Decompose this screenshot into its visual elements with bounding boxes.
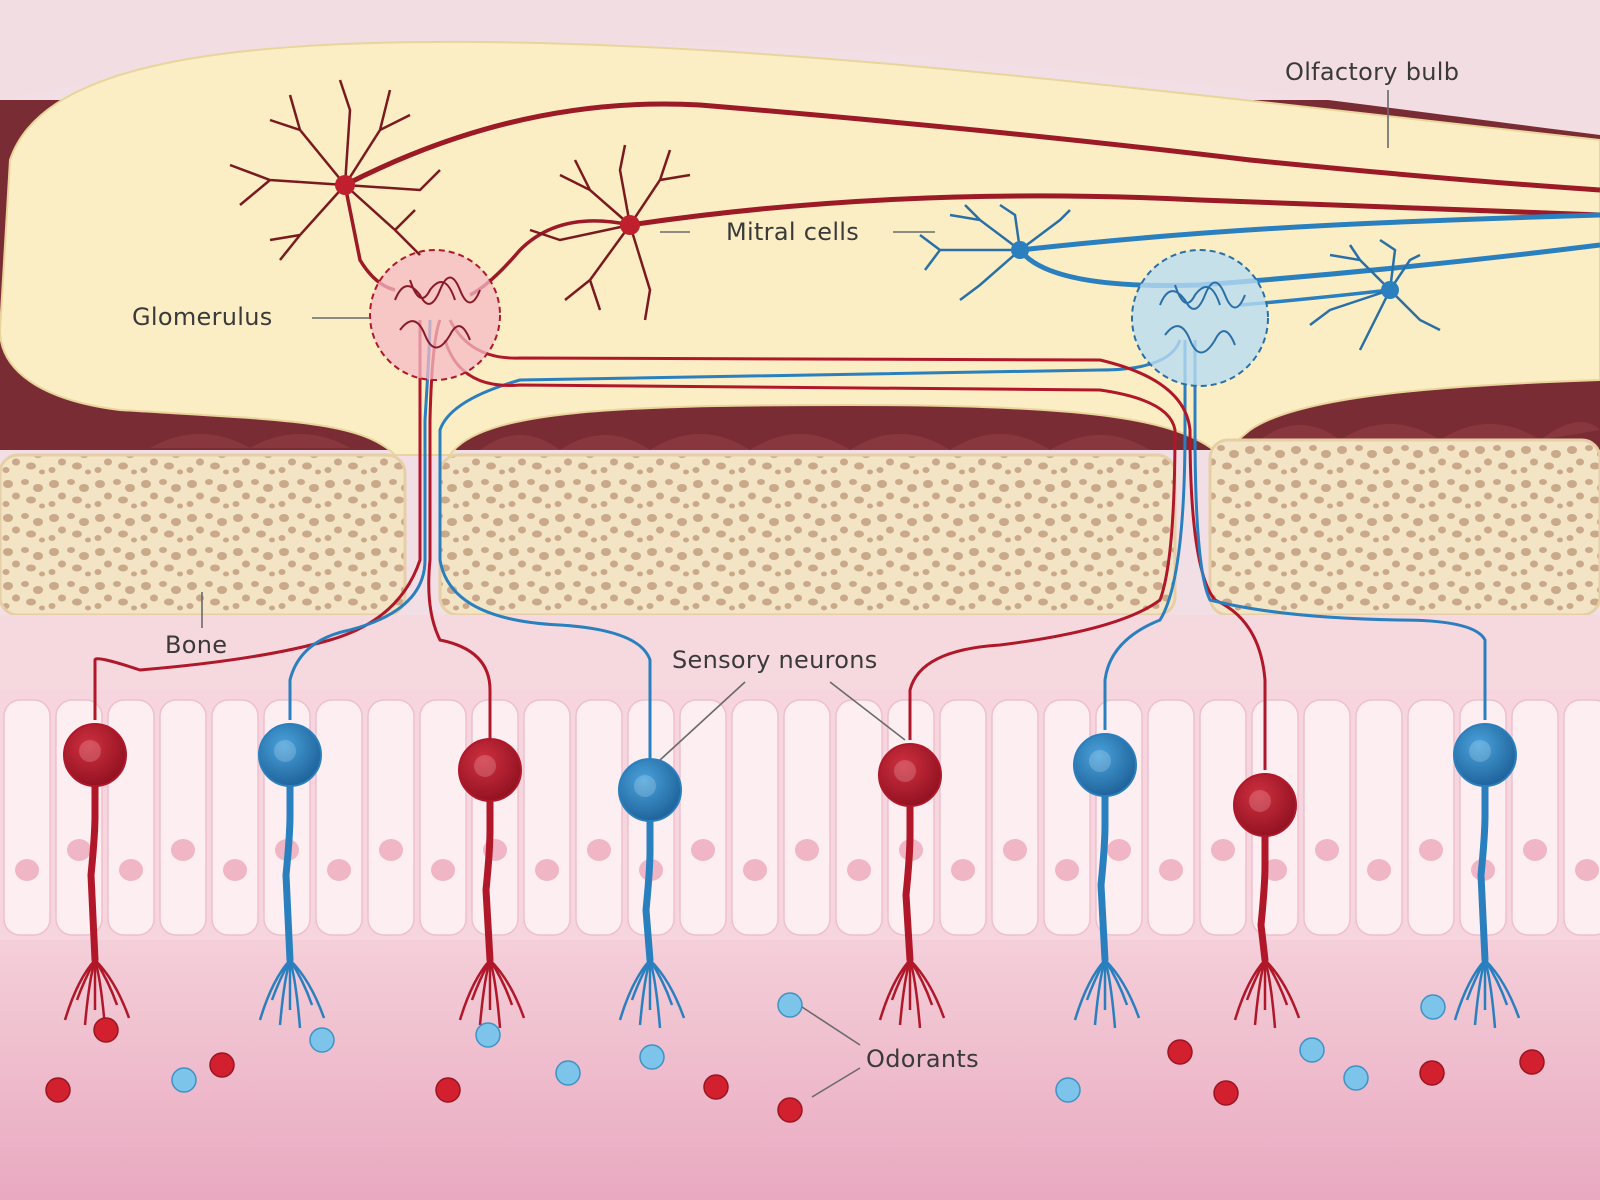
cell-nucleus <box>379 839 403 861</box>
red-sensory-neuron-icon <box>458 738 526 1029</box>
olfactory-bulb-label: Olfactory bulb <box>1285 58 1459 86</box>
blue-sensory-neuron-icon <box>1453 723 1521 1029</box>
bone-label: Bone <box>165 631 227 659</box>
odorant-molecule-icon <box>171 1067 197 1093</box>
epithelial-cell <box>783 699 831 936</box>
odorant-molecule-icon <box>1519 1049 1545 1075</box>
cell-nucleus <box>119 859 143 881</box>
lamina-propria <box>0 615 1600 700</box>
axon-bundles <box>93 319 1487 770</box>
cell-nucleus <box>327 859 351 881</box>
cell-nucleus <box>1055 859 1079 881</box>
sensory-neurons <box>63 723 1521 1029</box>
glomerulus-blue <box>1131 249 1269 387</box>
odorant-molecule-icon <box>555 1060 581 1086</box>
cell-nucleus <box>1523 839 1547 861</box>
odorant-molecule-icon <box>1420 994 1446 1020</box>
bulb-lower-chambers <box>150 422 1600 450</box>
epithelial-cell <box>471 699 519 936</box>
epithelial-cell <box>3 699 51 936</box>
cell-nucleus <box>67 839 91 861</box>
cell-nucleus <box>587 839 611 861</box>
cell-nucleus <box>847 859 871 881</box>
epithelial-cell <box>211 699 259 936</box>
epithelial-cell <box>1563 699 1600 936</box>
odorant-molecule-icon <box>1167 1039 1193 1065</box>
cell-nucleus <box>1575 859 1599 881</box>
epithelial-cell <box>159 699 207 936</box>
odorant-molecule-icon <box>1419 1060 1445 1086</box>
epithelial-cell <box>679 699 727 936</box>
epithelial-cell <box>1043 699 1091 936</box>
glomerulus-red <box>369 249 501 381</box>
odorant-molecule-icon <box>435 1077 461 1103</box>
odorant-molecule-icon <box>45 1077 71 1103</box>
epithelial-cell <box>731 699 779 936</box>
cell-nucleus <box>535 859 559 881</box>
odorants-label: Odorants <box>866 1045 979 1073</box>
red-sensory-neuron-icon <box>1233 773 1301 1029</box>
epithelial-cell <box>1511 699 1559 936</box>
odorant-molecules <box>45 992 1545 1123</box>
odorant-molecule-icon <box>209 1052 235 1078</box>
brain-tissue <box>0 0 1600 135</box>
odorant-molecule-icon <box>475 1022 501 1048</box>
red-sensory-neuron-icon <box>63 723 131 1029</box>
epithelial-cell <box>419 699 467 936</box>
epithelial-cell <box>939 699 987 936</box>
epithelial-cell <box>1355 699 1403 936</box>
mitral-cell-blue-1 <box>919 203 1071 301</box>
glomerulus-label: Glomerulus <box>132 303 273 331</box>
odorant-molecule-icon <box>1213 1080 1239 1106</box>
cell-nucleus <box>743 859 767 881</box>
cell-nucleus <box>795 839 819 861</box>
blue-sensory-neuron-icon <box>1073 733 1141 1029</box>
cell-nucleus <box>1003 839 1027 861</box>
mucus-layer <box>0 940 1600 1200</box>
epithelial-cell <box>1407 699 1455 936</box>
red-sensory-neuron-icon <box>878 743 946 1029</box>
epithelial-cell <box>367 699 415 936</box>
cell-nucleus <box>15 859 39 881</box>
blue-sensory-neuron-icon <box>618 758 686 1029</box>
odorant-molecule-icon <box>777 992 803 1018</box>
epithelial-cell <box>991 699 1039 936</box>
epithelial-cell <box>1147 699 1195 936</box>
cell-nucleus <box>1159 859 1183 881</box>
epithelial-cell <box>1303 699 1351 936</box>
cell-nucleus <box>1419 839 1443 861</box>
odorant-molecule-icon <box>639 1044 665 1070</box>
cell-nucleus <box>171 839 195 861</box>
odorant-molecule-icon <box>309 1027 335 1053</box>
odorant-molecule-icon <box>703 1074 729 1100</box>
olfactory-epithelium <box>0 690 1600 945</box>
odorant-molecule-icon <box>1299 1037 1325 1063</box>
cell-nucleus <box>1315 839 1339 861</box>
odorant-molecule-icon <box>1055 1077 1081 1103</box>
odorant-molecule-icon <box>1343 1065 1369 1091</box>
cell-nucleus <box>1211 839 1235 861</box>
cell-nucleus <box>1107 839 1131 861</box>
leader-lines <box>201 90 1389 1098</box>
mitral-cells-label: Mitral cells <box>726 218 859 246</box>
mitral-cell-red-2 <box>529 144 691 321</box>
cell-nucleus <box>1263 859 1287 881</box>
blue-sensory-neuron-icon <box>258 723 326 1029</box>
epithelial-cell <box>835 699 883 936</box>
odorant-molecule-icon <box>777 1097 803 1123</box>
bone-plates <box>0 438 1600 617</box>
epithelial-cell <box>315 699 363 936</box>
epithelial-cell <box>575 699 623 936</box>
sensory-neurons-label: Sensory neurons <box>672 646 878 674</box>
cell-nucleus <box>431 859 455 881</box>
cell-nucleus <box>1367 859 1391 881</box>
mitral-cell-blue-2 <box>1309 238 1441 351</box>
cell-nucleus <box>223 859 247 881</box>
mitral-cell-red-1 <box>229 79 441 261</box>
cell-nucleus <box>691 839 715 861</box>
epithelial-cell <box>523 699 571 936</box>
odorant-molecule-icon <box>93 1017 119 1043</box>
cell-nucleus <box>951 859 975 881</box>
